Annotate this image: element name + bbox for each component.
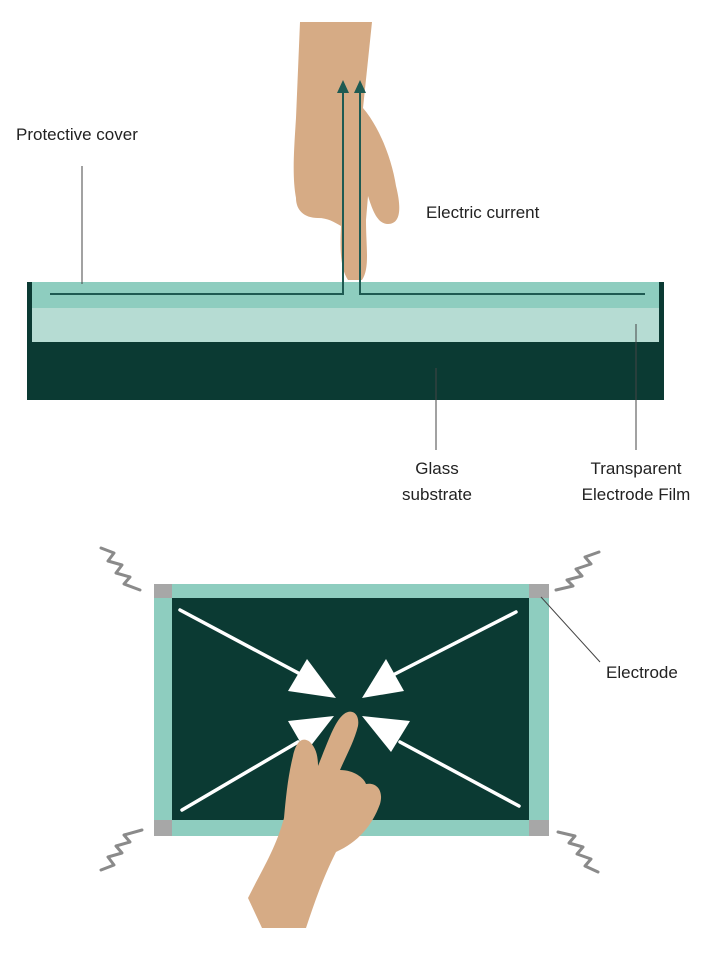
arrowhead-top-left bbox=[288, 659, 336, 698]
hand-pointing-down-icon bbox=[293, 22, 400, 280]
arrow-line-top-right bbox=[391, 610, 518, 677]
arrow-up-icon bbox=[354, 80, 366, 93]
touch-panel: Electrode bbox=[99, 546, 678, 928]
electrode-bottom-right bbox=[529, 820, 549, 836]
arrow-up-icon bbox=[337, 80, 349, 93]
arrow-line-bottom-left bbox=[180, 740, 300, 812]
arrowhead-top-right bbox=[362, 659, 404, 698]
electrode-label: Electrode bbox=[606, 663, 678, 682]
arrow-line-bottom-right bbox=[398, 740, 521, 808]
electric-current-label: Electric current bbox=[426, 203, 540, 222]
glass-substrate-label-line2: substrate bbox=[402, 485, 472, 504]
arrowhead-bottom-right bbox=[362, 716, 410, 752]
transparent-film-label-line1: Transparent bbox=[590, 459, 681, 478]
hand-pointing-up-icon bbox=[248, 711, 382, 928]
layer-left-edge bbox=[27, 282, 32, 400]
protective-cover-label: Protective cover bbox=[16, 125, 138, 144]
squiggle-wire-icon bbox=[554, 550, 601, 592]
squiggle-wire-icon bbox=[99, 828, 144, 872]
glass-substrate-layer bbox=[27, 338, 664, 400]
transparent-electrode-film-layer bbox=[27, 306, 664, 342]
electrode-bottom-left bbox=[154, 820, 172, 836]
glass-substrate-label-line1: Glass bbox=[415, 459, 458, 478]
arrowhead-bottom-left bbox=[288, 716, 334, 752]
cross-section: Protective cover Electric current Glass … bbox=[16, 22, 690, 504]
electrode-leader bbox=[540, 596, 601, 663]
electrode-top-right bbox=[529, 584, 549, 598]
squiggle-wire-icon bbox=[556, 830, 600, 874]
squiggle-wire-icon bbox=[99, 546, 142, 592]
layer-right-edge bbox=[659, 282, 664, 400]
transparent-film-label-line2: Electrode Film bbox=[582, 485, 691, 504]
electric-current-path bbox=[50, 88, 645, 295]
electrode-top-left bbox=[154, 584, 172, 598]
arrow-line-top-left bbox=[178, 608, 304, 677]
